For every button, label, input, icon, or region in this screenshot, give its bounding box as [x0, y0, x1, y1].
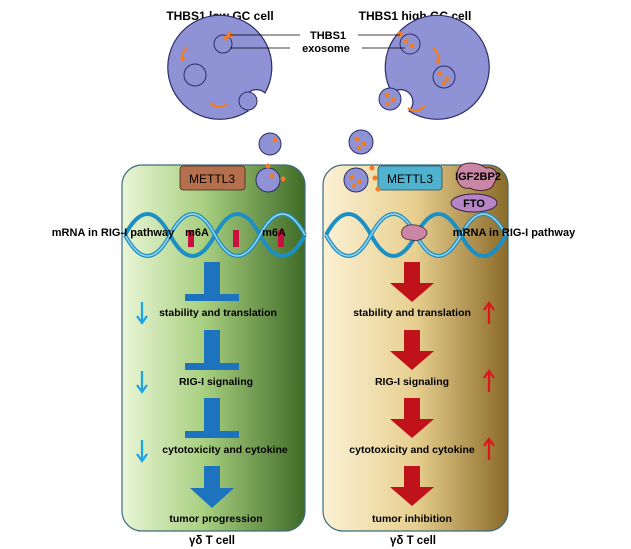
left-mrna-helix	[123, 212, 307, 258]
right-mettl3-label: METTL3	[387, 172, 433, 186]
right-step-4: tumor inhibition	[372, 513, 452, 525]
released-exosome-left	[258, 132, 282, 156]
left-mettl3-label: METTL3	[189, 172, 235, 186]
right-arrow-4	[390, 466, 434, 506]
top-callouts: THBS1 exosome	[230, 30, 405, 55]
igf2bp2-shape	[456, 162, 498, 192]
left-mettl3-box	[179, 165, 246, 191]
right-arrow-2	[390, 330, 434, 370]
right-step-3: cytotoxicity and cytokine	[349, 444, 475, 456]
right-arrow-3	[390, 398, 434, 438]
left-step-4: tumor progression	[169, 513, 262, 525]
right-step-2: RIG-I signaling	[375, 376, 449, 388]
fto-shape	[450, 193, 498, 213]
right-step-1: stability and translation	[353, 307, 471, 319]
right-mettl3-box	[377, 165, 443, 191]
released-exosome-right	[348, 129, 374, 155]
thbs1-label: THBS1	[310, 30, 346, 42]
left-inhibition-1	[185, 262, 239, 301]
left-m6a-label-2: m6A	[262, 227, 286, 239]
thbs1-low-gc-cell	[167, 14, 273, 120]
right-t-cell: METTL3 IGF2BP2 FTO mRNA in RIG-I pathway…	[322, 162, 576, 532]
left-mrna-label: mRNA in RIG-I pathway	[52, 227, 175, 239]
left-step-3: cytotoxicity and cytokine	[162, 444, 288, 456]
igf2bp2-label: IGF2BP2	[455, 171, 501, 183]
exosome-label: exosome	[302, 43, 350, 55]
left-t-cell: METTL3 mRNA in RIG-I pathway m6A m6A sta…	[52, 163, 307, 532]
right-arrow-1	[390, 262, 434, 302]
right-up-arrows	[483, 301, 495, 460]
left-inhibition-2	[185, 330, 239, 370]
right-cell-label: γδ T cell	[390, 535, 436, 547]
left-cell-label: γδ T cell	[189, 535, 235, 547]
left-step-2: RIG-I signaling	[179, 376, 253, 388]
left-step-1: stability and translation	[159, 307, 277, 319]
left-m6a-label-1: m6A	[185, 227, 209, 239]
thbs1-high-gc-cell	[378, 14, 490, 120]
left-down-arrows	[136, 302, 148, 463]
right-mrna-helix	[324, 212, 508, 258]
fto-label: FTO	[463, 198, 485, 210]
left-final-arrow	[190, 466, 234, 508]
left-inhibition-3	[185, 398, 239, 438]
right-mrna-label: mRNA in RIG-I pathway	[453, 227, 576, 239]
